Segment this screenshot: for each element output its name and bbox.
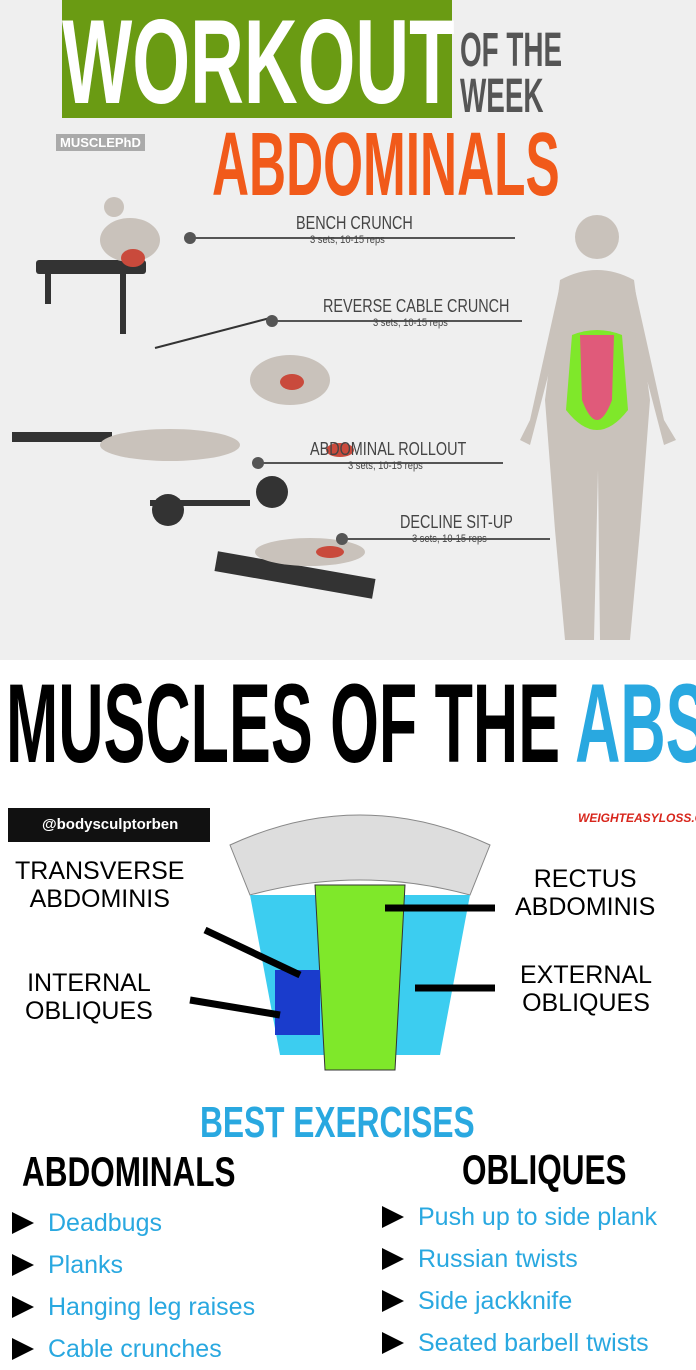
play-arrow-icon: [12, 1212, 34, 1234]
obliques-list: Push up to side plank Russian twists Sid…: [382, 1196, 657, 1364]
green-banner: [62, 0, 452, 118]
play-arrow-icon: [12, 1296, 34, 1318]
label-internal-obliques: INTERNAL OBLIQUES: [25, 969, 153, 1025]
play-arrow-icon: [12, 1338, 34, 1360]
play-arrow-icon: [382, 1290, 404, 1312]
list-item: Cable crunches: [12, 1328, 255, 1370]
list-item: Seated barbell twists: [382, 1322, 657, 1364]
site-watermark: WEIGHTEASYLOSS.COM: [578, 811, 696, 825]
list-item: Push up to side plank: [382, 1196, 657, 1238]
label-arrows: [189, 904, 495, 1019]
instagram-handle: @bodysculptorben: [8, 808, 210, 842]
label-transverse-abdominis: TRANSVERSE ABDOMINIS: [15, 857, 185, 913]
play-arrow-icon: [382, 1248, 404, 1270]
label-external-obliques: EXTERNAL OBLIQUES: [520, 961, 652, 1017]
play-arrow-icon: [12, 1254, 34, 1276]
list-item: Deadbugs: [12, 1202, 255, 1244]
abs-muscle-diagram: [229, 814, 491, 1071]
exercise-pointer-line: [190, 237, 515, 239]
title-workout: WORKOUT: [62, 0, 455, 129]
exercise-pointer-line: [258, 462, 503, 464]
musclephd-logo: MUSCLEPhD: [56, 134, 145, 151]
play-arrow-icon: [382, 1206, 404, 1228]
obliques-heading: OBLIQUES: [462, 1146, 627, 1193]
list-item: Planks: [12, 1244, 255, 1286]
exercise-pointer-line: [342, 538, 550, 540]
label-rectus-abdominis: RECTUS ABDOMINIS: [515, 865, 656, 921]
list-item: Russian twists: [382, 1238, 657, 1280]
list-item: Side jackknife: [382, 1280, 657, 1322]
exercise-pointer-line: [272, 320, 522, 322]
abdominals-list: Deadbugs Planks Hanging leg raises Cable…: [12, 1202, 255, 1370]
exercise-illustrations: [12, 197, 676, 640]
best-exercises-title: BEST EXERCISES: [200, 1098, 475, 1147]
anatomy-title: MUSCLES OF THE ABS: [6, 661, 696, 786]
abdominals-heading: ABDOMINALS: [22, 1148, 236, 1195]
list-item: Hanging leg raises: [12, 1286, 255, 1328]
title-abdominals: ABDOMINALS: [212, 115, 560, 215]
play-arrow-icon: [382, 1332, 404, 1354]
